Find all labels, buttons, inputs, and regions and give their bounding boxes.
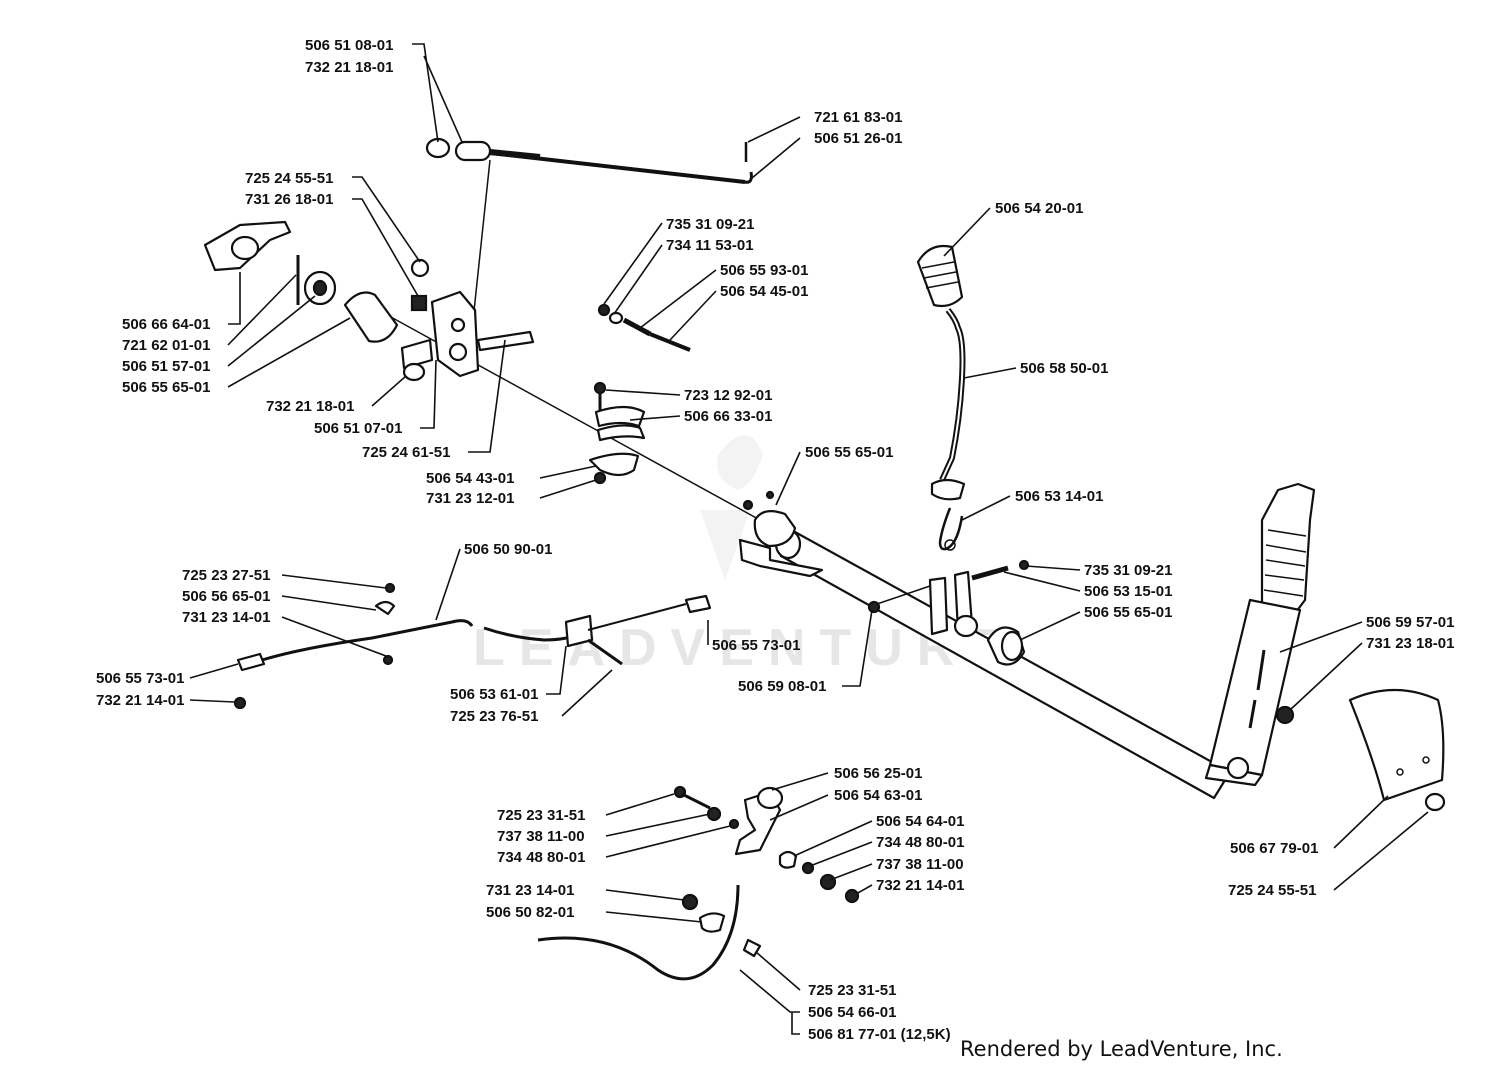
part-label: 506 66 64-01 [122,316,210,333]
part-label: 721 62 01-01 [122,337,210,354]
part-label: 506 55 93-01 [720,262,808,279]
part-label: 731 23 14-01 [486,882,574,899]
part-label: 737 38 11-00 [876,856,964,873]
quadrant-plate [1348,688,1446,812]
part-label: 732 21 14-01 [876,877,964,894]
part-label: 735 31 09-21 [1084,562,1172,579]
part-label: 721 61 83-01 [814,109,902,126]
part-label: 506 59 08-01 [738,678,826,695]
part-label: 731 23 18-01 [1366,635,1454,652]
gear-lever [916,244,966,501]
part-label: 725 23 76-51 [450,708,538,725]
part-label: 725 24 55-51 [245,170,333,187]
part-label: 506 51 07-01 [314,420,402,437]
part-label: 506 54 63-01 [834,787,922,804]
part-label: 506 50 90-01 [464,541,552,558]
part-label: 506 55 73-01 [712,637,800,654]
part-label: 506 55 65-01 [805,444,893,461]
part-label: 734 48 80-01 [497,849,585,866]
hairpin-clip [938,507,964,551]
lever-nut [1275,705,1295,725]
part-label: 725 24 61-51 [362,444,450,461]
left-bracket-assembly [203,220,535,382]
part-label: 506 53 15-01 [1084,583,1172,600]
lever-bracket [738,538,1030,638]
part-label: 506 51 26-01 [814,130,902,147]
lower-cable [537,884,762,981]
part-label: 506 51 57-01 [122,358,210,375]
part-label: 506 54 45-01 [720,283,808,300]
part-label: 725 23 31-51 [808,982,896,999]
part-label: 732 21 18-01 [266,398,354,415]
part-label: 506 54 43-01 [426,470,514,487]
part-label: 506 56 65-01 [182,588,270,605]
part-label: 506 54 64-01 [876,813,964,830]
part-label: 732 21 14-01 [96,692,184,709]
part-label: 506 59 57-01 [1366,614,1454,631]
part-label: 506 55 65-01 [122,379,210,396]
part-label: 506 58 50-01 [1020,360,1108,377]
part-label: 737 38 11-00 [497,828,585,845]
part-label: 506 53 14-01 [1015,488,1103,505]
part-label: 506 54 20-01 [995,200,1083,217]
part-label: 725 23 27-51 [182,567,270,584]
part-label: 731 23 14-01 [182,609,270,626]
part-label: 506 55 73-01 [96,670,184,687]
part-label: 506 56 25-01 [834,765,922,782]
top-link-rod [425,137,753,331]
part-label: 723 12 92-01 [684,387,772,404]
hardware-group-upper [597,303,691,352]
leader-lines [189,43,1429,1035]
part-label: 731 23 12-01 [426,490,514,507]
part-label: 506 67 79-01 [1230,840,1318,857]
part-labels: 506 51 08-01 732 21 18-01 721 61 83-01 5… [96,37,1454,1043]
part-label: 734 48 80-01 [876,834,964,851]
watermark-logo [700,435,763,580]
part-label: 731 26 18-01 [245,191,333,208]
part-label: 506 53 61-01 [450,686,538,703]
lower-lever-assembly [673,785,860,904]
part-label: 506 66 33-01 [684,408,772,425]
part-label: 734 11 53-01 [666,237,754,254]
footer-credit: Rendered by LeadVenture, Inc. [960,1037,1283,1061]
part-label: 506 54 66-01 [808,1004,896,1021]
shaft-clamp [588,381,646,485]
part-label: 735 31 09-21 [666,216,754,233]
part-label: 506 51 08-01 [305,37,393,54]
part-label: 732 21 18-01 [305,59,393,76]
part-label: 506 81 77-01 (12,5K) [808,1026,951,1043]
part-label: 506 50 82-01 [486,904,574,921]
bushing-lower [986,626,1026,666]
lift-lever [1204,482,1316,787]
part-label: 506 55 65-01 [1084,604,1172,621]
throttle-cable [233,582,712,710]
shaft-collar [742,490,797,548]
part-label: 725 24 55-51 [1228,882,1316,899]
part-label: 725 23 31-51 [497,807,585,824]
